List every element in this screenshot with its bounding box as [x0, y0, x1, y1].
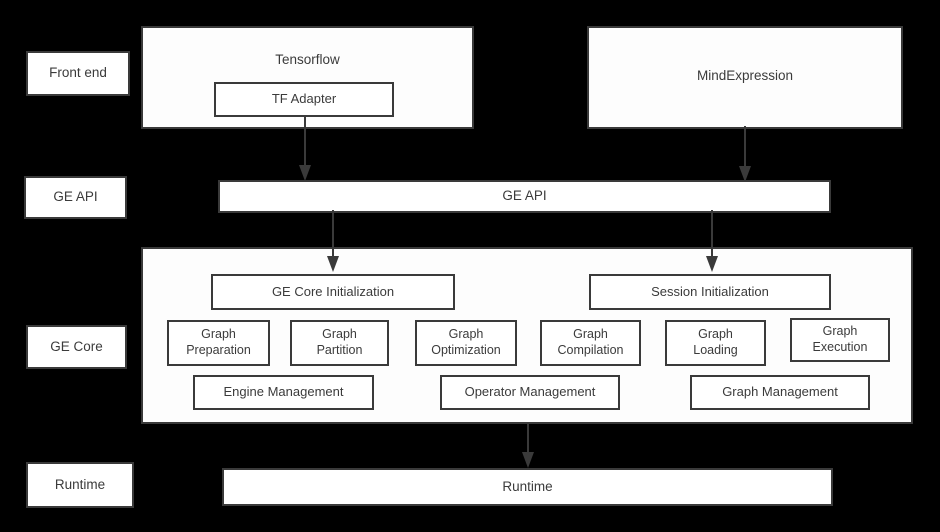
- arrow-ge-api-to-session-initialization: [702, 210, 722, 276]
- tensorflow-title: Tensorflow: [275, 52, 340, 67]
- manager-engine-management-label: Engine Management: [223, 384, 344, 400]
- arrow-ge-api-to-ge-core-initialization: [323, 210, 343, 276]
- manager-graph-management-label: Graph Management: [722, 384, 838, 400]
- layer-label-ge-api-text: GE API: [53, 189, 98, 205]
- unit-graph-compilation-label: Graph Compilation: [557, 327, 624, 357]
- runtime-bar-label: Runtime: [502, 478, 553, 494]
- layer-label-ge-core: GE Core: [26, 325, 127, 369]
- ge-api-bar-label: GE API: [502, 188, 547, 204]
- layer-label-runtime: Runtime: [26, 462, 134, 508]
- unit-graph-preparation-label: Graph Preparation: [186, 327, 251, 357]
- layer-label-ge-core-text: GE Core: [50, 338, 103, 354]
- layer-label-ge-api: GE API: [24, 176, 127, 219]
- unit-graph-partition: Graph Partition: [290, 320, 389, 366]
- session-initialization-box: Session Initialization: [589, 274, 831, 310]
- unit-graph-optimization-label: Graph Optimization: [431, 327, 501, 357]
- unit-graph-execution: Graph Execution: [790, 318, 890, 362]
- ge-api-bar: GE API: [218, 180, 831, 213]
- unit-graph-loading: Graph Loading: [665, 320, 766, 366]
- arrow-tf-adapter-to-ge-api: [295, 115, 315, 185]
- layer-label-front-end-text: Front end: [49, 65, 107, 81]
- manager-operator-management-label: Operator Management: [464, 384, 596, 400]
- manager-engine-management: Engine Management: [193, 375, 374, 410]
- mindexpression-title: MindExpression: [696, 68, 794, 83]
- tf-adapter-label: TF Adapter: [271, 91, 337, 107]
- manager-graph-management: Graph Management: [690, 375, 870, 410]
- arrow-ge-core-to-runtime: [518, 422, 538, 472]
- unit-graph-loading-label: Graph Loading: [693, 327, 738, 357]
- layer-label-front-end: Front end: [26, 51, 130, 96]
- unit-graph-compilation: Graph Compilation: [540, 320, 641, 366]
- runtime-bar: Runtime: [222, 468, 833, 506]
- session-initialization-label: Session Initialization: [651, 283, 769, 299]
- ge-core-initialization-label: GE Core Initialization: [271, 283, 395, 299]
- ge-core-initialization-box: GE Core Initialization: [211, 274, 455, 310]
- unit-graph-partition-label: Graph Partition: [316, 327, 363, 357]
- unit-graph-execution-label: Graph Execution: [812, 324, 868, 354]
- manager-operator-management: Operator Management: [440, 375, 620, 410]
- layer-label-runtime-text: Runtime: [54, 476, 106, 492]
- arrow-mindexpression-to-ge-api: [735, 126, 755, 186]
- frontend-mindexpression-container: MindExpression: [587, 26, 903, 129]
- unit-graph-optimization: Graph Optimization: [415, 320, 517, 366]
- tf-adapter-box: TF Adapter: [214, 82, 394, 117]
- unit-graph-preparation: Graph Preparation: [167, 320, 270, 366]
